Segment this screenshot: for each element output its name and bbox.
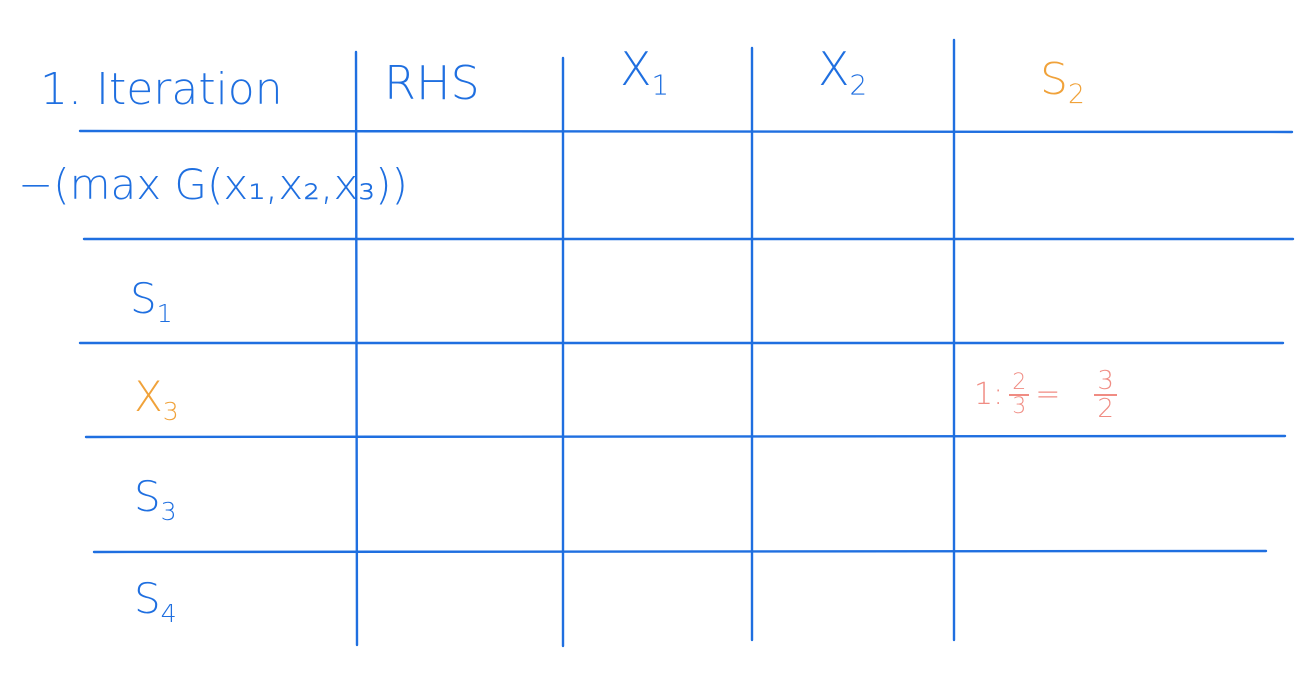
x1-subscript: 1 <box>651 68 670 102</box>
ratio-fraction-1: 2 3 <box>1009 372 1030 419</box>
ratio-fraction-1-denominator: 3 <box>1012 394 1027 419</box>
x2-base: X <box>818 42 850 96</box>
ratio-fraction-2-numerator: 3 <box>1094 368 1117 396</box>
s2-base: S <box>1040 54 1068 105</box>
s1-subscript: 1 <box>156 298 173 328</box>
ratio-fraction-1-numerator: 2 <box>1009 372 1030 396</box>
corner-label: 1. Iteration <box>40 64 283 115</box>
row-label-objective: −(max G(x₁,x₂,x₃)) <box>18 160 408 209</box>
ratio-equals: = <box>1035 377 1061 412</box>
s4-base: S <box>134 574 161 623</box>
ratio-prefix: 1: <box>974 377 1004 412</box>
column-header-x2: X2 <box>818 46 867 99</box>
x3-subscript: 3 <box>162 396 179 426</box>
grid-vline-1 <box>354 50 359 647</box>
x1-base: X <box>620 42 652 96</box>
row-label-s4: S4 <box>134 578 177 626</box>
column-header-rhs: RHS <box>384 56 480 110</box>
x2-subscript: 2 <box>849 68 868 102</box>
grid-hline-1 <box>78 129 1294 134</box>
x3-base: X <box>134 372 163 421</box>
row-label-s3: S3 <box>134 476 177 524</box>
column-header-s2: S2 <box>1040 58 1085 109</box>
column-header-x1: X1 <box>620 46 669 99</box>
ratio-fraction-2-denominator: 2 <box>1097 394 1114 424</box>
s3-subscript: 3 <box>160 496 177 526</box>
s4-subscript: 4 <box>160 598 177 628</box>
grid-hline-5 <box>92 549 1268 554</box>
ratio-annotation: 1: 2 3 = 3 2 <box>974 368 1117 422</box>
s2-subscript: 2 <box>1067 79 1085 111</box>
s3-base: S <box>134 472 161 521</box>
grid-hline-4 <box>84 434 1287 439</box>
row-label-s1: S1 <box>130 278 173 326</box>
s1-base: S <box>130 274 157 323</box>
ratio-fraction-2: 3 2 <box>1094 368 1117 422</box>
row-label-x3: X3 <box>134 376 179 424</box>
